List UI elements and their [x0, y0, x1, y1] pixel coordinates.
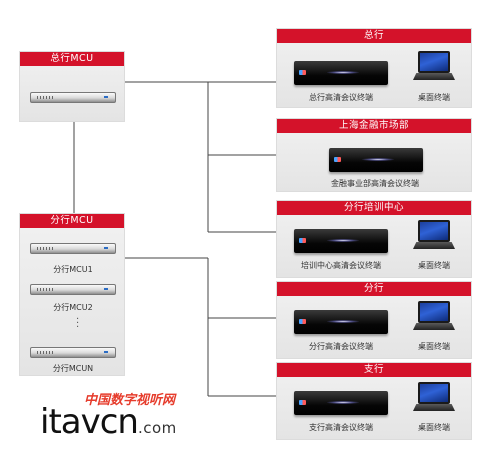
- site-panel-shanghai: 上海金融市场部 金融事业部高清会议终端: [276, 118, 472, 192]
- mcu-device-icon: [30, 92, 116, 103]
- branch-mcu-unit-label: 分行MCU1: [53, 265, 93, 274]
- site-title: 总行: [277, 29, 471, 43]
- terminal-label: 支行高清会议终端: [309, 423, 373, 432]
- laptop-icon: [413, 301, 455, 335]
- branch-mcu-panel: 分行MCU 分行MCU1 分行MCU2 ··· 分行MCUN: [19, 213, 125, 376]
- site-panel-head-office: 总行 总行高清会议终端 桌面终端: [276, 28, 472, 108]
- video-codec-icon: [294, 310, 388, 334]
- branch-mcu-title: 分行MCU: [20, 214, 124, 228]
- terminal-label: 金融事业部高清会议终端: [331, 179, 419, 188]
- terminal-label: 桌面终端: [418, 261, 450, 270]
- video-codec-icon: [329, 148, 423, 172]
- ellipsis-dots-icon: ···: [76, 314, 80, 333]
- terminal-label: 桌面终端: [418, 342, 450, 351]
- mcu-device-icon: [30, 284, 116, 295]
- laptop-icon: [413, 382, 455, 416]
- watermark-chinese: 中国数字视听网: [84, 393, 176, 408]
- site-panel-branch: 分行 分行高清会议终端 桌面终端: [276, 281, 472, 359]
- site-panel-sub-branch: 支行 支行高清会议终端 桌面终端: [276, 362, 472, 440]
- video-codec-icon: [294, 61, 388, 85]
- video-codec-icon: [294, 229, 388, 253]
- terminal-label: 总行高清会议终端: [309, 93, 373, 102]
- site-title: 支行: [277, 363, 471, 377]
- mcu-device-icon: [30, 347, 116, 358]
- mcu-device-icon: [30, 243, 116, 254]
- site-title: 分行: [277, 282, 471, 296]
- laptop-icon: [413, 220, 455, 254]
- watermark-domain: .com: [137, 419, 177, 437]
- site-title: 分行培训中心: [277, 201, 471, 215]
- laptop-icon: [413, 51, 455, 85]
- watermark-logo: itavcn.com: [40, 402, 177, 442]
- main-mcu-panel: 总行MCU: [19, 51, 125, 122]
- terminal-label: 桌面终端: [418, 423, 450, 432]
- site-title: 上海金融市场部: [277, 119, 471, 133]
- watermark-brand: itavcn: [40, 402, 139, 442]
- terminal-label: 分行高清会议终端: [309, 342, 373, 351]
- main-mcu-title: 总行MCU: [20, 52, 124, 66]
- video-codec-icon: [294, 391, 388, 415]
- site-panel-training: 分行培训中心 培训中心高清会议终端 桌面终端: [276, 200, 472, 278]
- branch-mcu-unit-label: 分行MCU2: [53, 303, 93, 312]
- terminal-label: 桌面终端: [418, 93, 450, 102]
- branch-mcu-unit-label: 分行MCUN: [52, 364, 94, 373]
- terminal-label: 培训中心高清会议终端: [301, 261, 381, 270]
